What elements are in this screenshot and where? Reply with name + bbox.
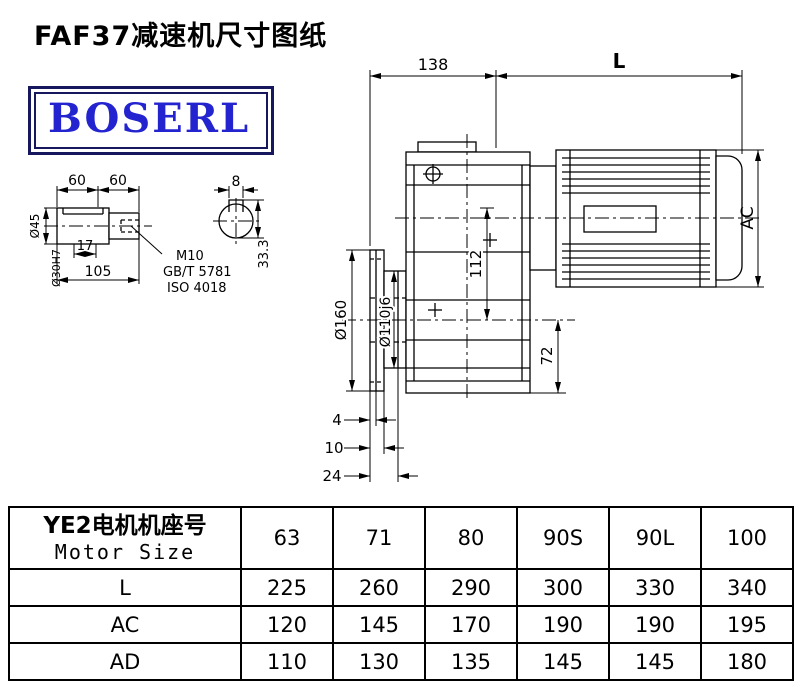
thread-standard-gbt: GB/T 5781 — [163, 265, 232, 280]
motor-size-label-cn: YE2电机机座号 — [43, 512, 207, 539]
row-label-AD: AD — [8, 642, 242, 681]
motor-nameplate — [583, 205, 657, 233]
size-90L: 90L — [608, 506, 702, 570]
motor-size-table: YE2电机机座号 Motor Size 63 71 80 90S 90L 100… — [8, 506, 794, 681]
cell-L-80: 290 — [424, 568, 518, 607]
cell-AD-90L: 145 — [608, 642, 702, 681]
dim-4: 4 — [332, 411, 342, 429]
dim-60-right: 60 — [109, 173, 127, 189]
motor-size-header-cell: YE2电机机座号 Motor Size — [8, 506, 242, 570]
row-label-L: L — [8, 568, 242, 607]
dim-33-3: 33.3 — [257, 240, 272, 269]
size-100: 100 — [700, 506, 794, 570]
size-63: 63 — [240, 506, 334, 570]
dim-17: 17 — [77, 239, 94, 254]
cell-AD-100: 180 — [700, 642, 794, 681]
size-90S: 90S — [516, 506, 610, 570]
main-dimension-lines — [344, 70, 764, 482]
dimension-drawing: 60 60 Ø45 Ø30H7 17 105 M10 GB/T 5781 ISO… — [28, 49, 764, 485]
table-row-AD: AD 110 130 135 145 145 180 — [8, 642, 794, 681]
thread-standard-iso: ISO 4018 — [167, 281, 227, 296]
gearbox-housing — [405, 141, 531, 394]
cell-L-90L: 330 — [608, 568, 702, 607]
dim-60-left: 60 — [68, 173, 86, 189]
logo-text: BOSERL — [48, 95, 251, 142]
table-header-row: YE2电机机座号 Motor Size 63 71 80 90S 90L 100 — [8, 506, 794, 570]
dimension-labels: 60 60 Ø45 Ø30H7 17 105 M10 GB/T 5781 ISO… — [28, 49, 758, 485]
cell-AC-90S: 190 — [516, 605, 610, 644]
dim-24: 24 — [322, 467, 341, 485]
cell-AC-71: 145 — [332, 605, 426, 644]
dim-dia160: Ø160 — [332, 300, 350, 340]
section-dimension-lines — [214, 186, 264, 239]
table-row-L: L 225 260 290 300 330 340 — [8, 568, 794, 607]
boserl-logo: BOSERL — [28, 86, 275, 155]
cell-AC-100: 195 — [700, 605, 794, 644]
cell-L-63: 225 — [240, 568, 334, 607]
dim-dia45: Ø45 — [28, 214, 42, 239]
size-80: 80 — [424, 506, 518, 570]
dim-AC: AC — [738, 206, 758, 229]
cell-AD-71: 130 — [332, 642, 426, 681]
cell-AC-80: 170 — [424, 605, 518, 644]
dim-dia30: Ø30H7 — [50, 249, 63, 287]
cell-AC-63: 120 — [240, 605, 334, 644]
thread-callout-m10: M10 — [176, 249, 204, 264]
dim-105: 105 — [85, 264, 112, 280]
cell-AD-80: 135 — [424, 642, 518, 681]
cell-AC-90L: 190 — [608, 605, 702, 644]
page-title: FAF37减速机尺寸图纸 — [34, 21, 328, 52]
cell-L-71: 260 — [332, 568, 426, 607]
table-row-AC: AC 120 145 170 190 190 195 — [8, 605, 794, 644]
size-71: 71 — [332, 506, 426, 570]
dim-138: 138 — [418, 55, 449, 74]
dim-10: 10 — [324, 439, 343, 457]
row-label-AC: AC — [8, 605, 242, 644]
cell-AD-90S: 145 — [516, 642, 610, 681]
cell-AD-63: 110 — [240, 642, 334, 681]
dim-72: 72 — [538, 346, 556, 365]
centerlines — [44, 134, 762, 402]
cell-L-100: 340 — [700, 568, 794, 607]
dim-112: 112 — [467, 250, 485, 279]
motor-size-label-en: Motor Size — [54, 540, 196, 565]
dim-L: L — [613, 49, 626, 73]
dim-dia110: Ø110j6 — [378, 297, 394, 348]
logo-inner-frame: BOSERL — [34, 92, 269, 149]
motor — [529, 149, 743, 288]
cell-L-90S: 300 — [516, 568, 610, 607]
dim-8: 8 — [232, 174, 241, 190]
